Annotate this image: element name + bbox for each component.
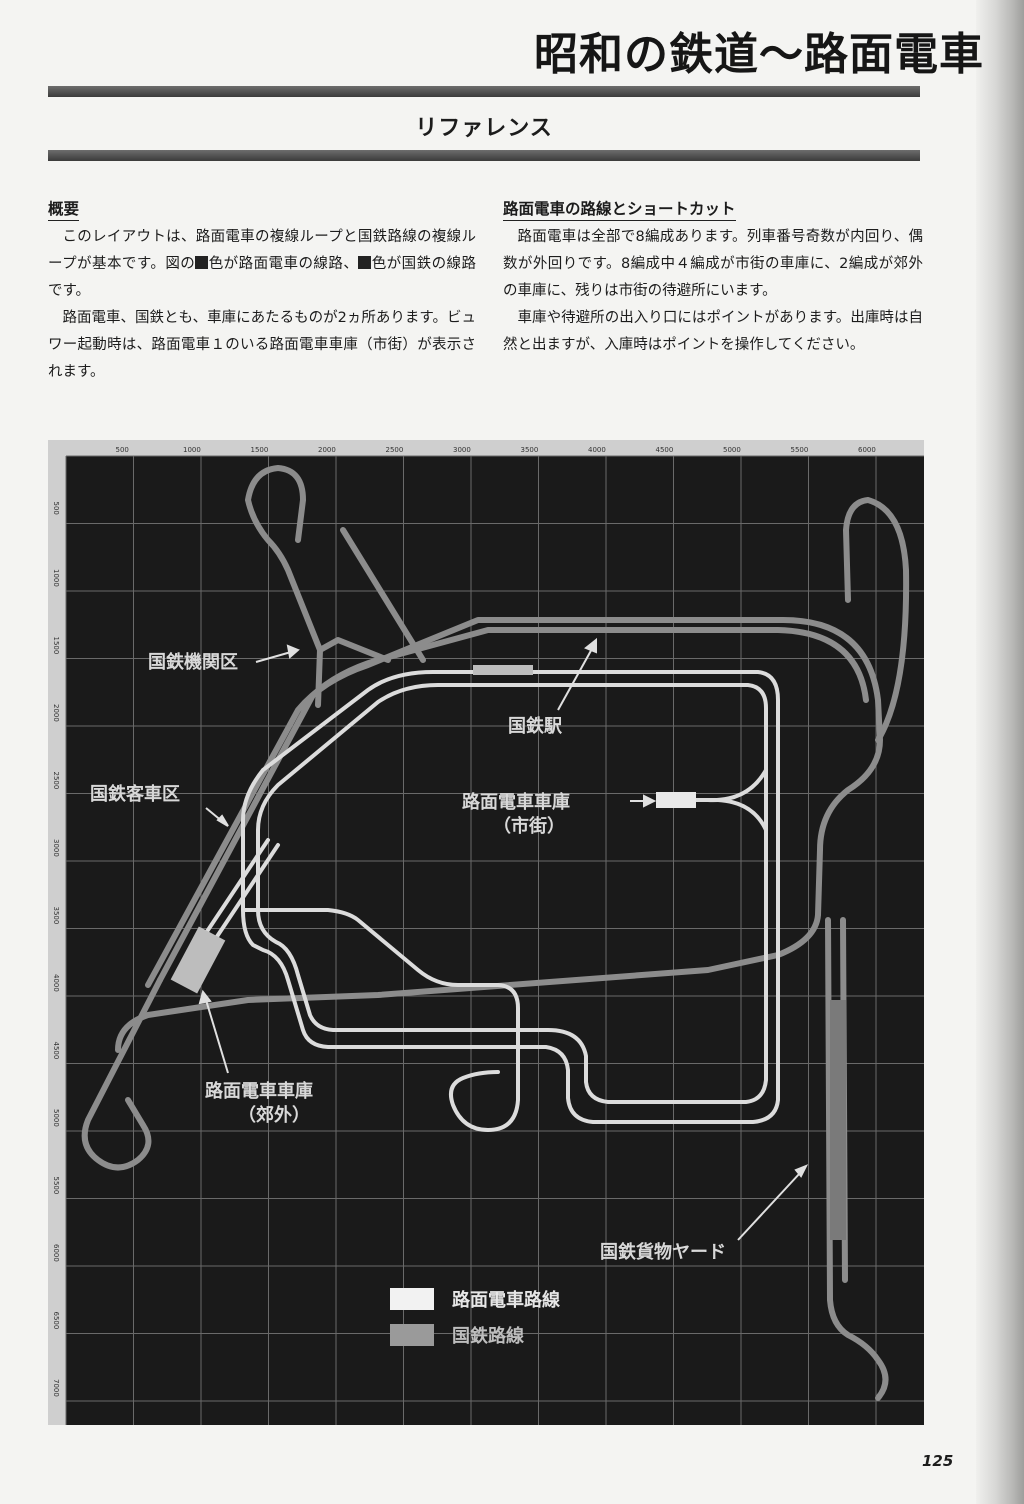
y-tick-label: 2500 [52,772,60,790]
overview-paragraph-2: 路面電車、国鉄とも、車庫にあたるものが2ヵ所あります。ビュワー起動時は、路面電車… [48,310,476,380]
coach-yard-arrowhead [216,814,229,827]
routes-paragraph-2: 車庫や待避所の出入り口にはポイントがあります。出庫時は自然と出ますが、入庫時はポ… [503,310,923,353]
freight-yard-label: 国鉄貨物ヤード [600,1241,726,1263]
x-tick-label: 1000 [183,446,201,454]
rail-right-loop [843,497,910,743]
legend-rail-swatch [390,1324,434,1346]
freight-yard-block [830,1000,846,1240]
coach-yard-label: 国鉄客車区 [90,783,180,805]
y-tick-label: 7000 [52,1379,60,1397]
layout-map: 500 1000 1500 2000 2500 3000 3500 4000 4500 5000 5… [48,440,924,1425]
y-tick-label: 3500 [52,907,60,925]
suburb-depot-label-2: （郊外） [238,1104,310,1126]
tram-city-branch-2 [706,768,768,803]
station-arrowhead [584,637,597,654]
y-tick-label: 5500 [52,1177,60,1195]
y-tick-label: 6000 [52,1244,60,1262]
station-platform [473,665,533,675]
routes-heading: 路面電車の路線とショートカット [503,198,736,221]
overview-column: 概要 このレイアウトは、路面電車の複線ループと国鉄路線の複線ループが基本です。図… [48,197,476,386]
x-tick-label: 5500 [791,446,809,454]
y-tick-label: 3000 [52,839,60,857]
book-title: 昭和の鉄道〜路面電車 [534,29,984,80]
y-ruler [48,440,66,1425]
section-heading: リファレンス [415,116,553,141]
overview-text-a: このレイアウトは、路面電車の複線ループと国鉄路線の複線ループが基本です。図の [48,229,476,272]
suburb-depot-arrowhead [198,989,212,1005]
overview-heading: 概要 [48,198,80,221]
x-tick-label: 5000 [723,446,741,454]
page-edge-shadow [976,0,1024,1504]
overview-text-b: 色が路面電車の線路、 [208,256,359,272]
x-tick-labels: 500 1000 1500 2000 2500 3000 3500 4000 4500 5000 5… [116,446,876,454]
rail-left-spur [81,977,163,1171]
x-tick-label: 2500 [386,446,404,454]
routes-column: 路面電車の路線とショートカット 路面電車は全部で8編成あります。列車番号奇数が内… [503,197,923,359]
rail-inner-loop [157,627,869,983]
y-tick-label: 6500 [52,1312,60,1330]
x-ruler [48,440,924,456]
freight-yard-arrowhead [794,1164,809,1178]
x-tick-label: 2000 [318,446,336,454]
y-tick-label: 1000 [52,569,60,587]
y-tick-label: 5000 [52,1109,60,1127]
map-labels: 国鉄機関区 国鉄駅 路面電車車庫 （市街） 国鉄客車区 路面電車車庫 （郊外） … [90,651,726,1263]
suburb-depot-arrow [205,999,229,1074]
rail-engine-spur-1 [245,465,323,708]
heading-rule-bottom [48,150,920,161]
station-label: 国鉄駅 [508,715,563,737]
x-tick-label: 500 [116,446,129,454]
suburb-depot-label-1: 路面電車車庫 [205,1080,313,1102]
freight-yard-arrow [737,1172,801,1241]
x-tick-label: 3000 [453,446,471,454]
city-depot-block [656,792,696,808]
legend-rail-label: 国鉄路線 [452,1325,524,1347]
tram-cross-link [241,908,520,1132]
city-depot-arrowhead [643,794,657,808]
x-tick-label: 3500 [521,446,539,454]
y-tick-label: 4500 [52,1042,60,1060]
x-tick-label: 4000 [588,446,606,454]
engine-depot-arrow [255,651,292,663]
overview-paragraph-1: このレイアウトは、路面電車の複線ループと国鉄路線の複線ループが基本です。図の色が… [48,224,476,305]
heading-rule-top [48,86,920,97]
tram-inner-loop [256,683,768,1104]
engine-depot-label: 国鉄機関区 [148,651,238,673]
engine-depot-arrowhead [286,644,300,659]
x-tick-label: 4500 [656,446,674,454]
x-tick-label: 6000 [858,446,876,454]
routes-paragraph-1: 路面電車は全部で8編成あります。列車番号奇数が内回り、偶数が外回りです。8編成中… [503,229,923,299]
city-depot-label-1: 路面電車車庫 [462,791,570,813]
y-tick-label: 2000 [52,704,60,722]
map-arrows [198,637,809,1241]
rail-engine-spur-2 [317,637,391,663]
y-tick-labels: 500 1000 1500 2000 2500 3000 3500 4000 4500 5000 5… [52,502,60,1397]
rail-color-square [358,256,372,269]
legend-tram-swatch [390,1288,434,1310]
page-number: 125 [922,1452,954,1470]
x-tick-label: 1500 [251,446,269,454]
y-tick-label: 4000 [52,974,60,992]
city-depot-label-2: （市街） [493,815,565,837]
tram-color-square [195,256,209,269]
tram-outer-loop [241,670,780,1124]
map-legend: 路面電車路線 国鉄路線 [390,1288,560,1347]
overview-text-c: 色が国鉄の線路です。 [48,256,477,299]
legend-tram-label: 路面電車路線 [452,1289,560,1311]
rail-diagonal-branch [340,527,426,663]
suburb-depot-block [170,926,226,994]
y-tick-label: 500 [52,502,60,515]
station-arrow [557,646,594,711]
y-tick-label: 1500 [52,637,60,655]
rail-freight-yard-1 [825,917,889,1401]
